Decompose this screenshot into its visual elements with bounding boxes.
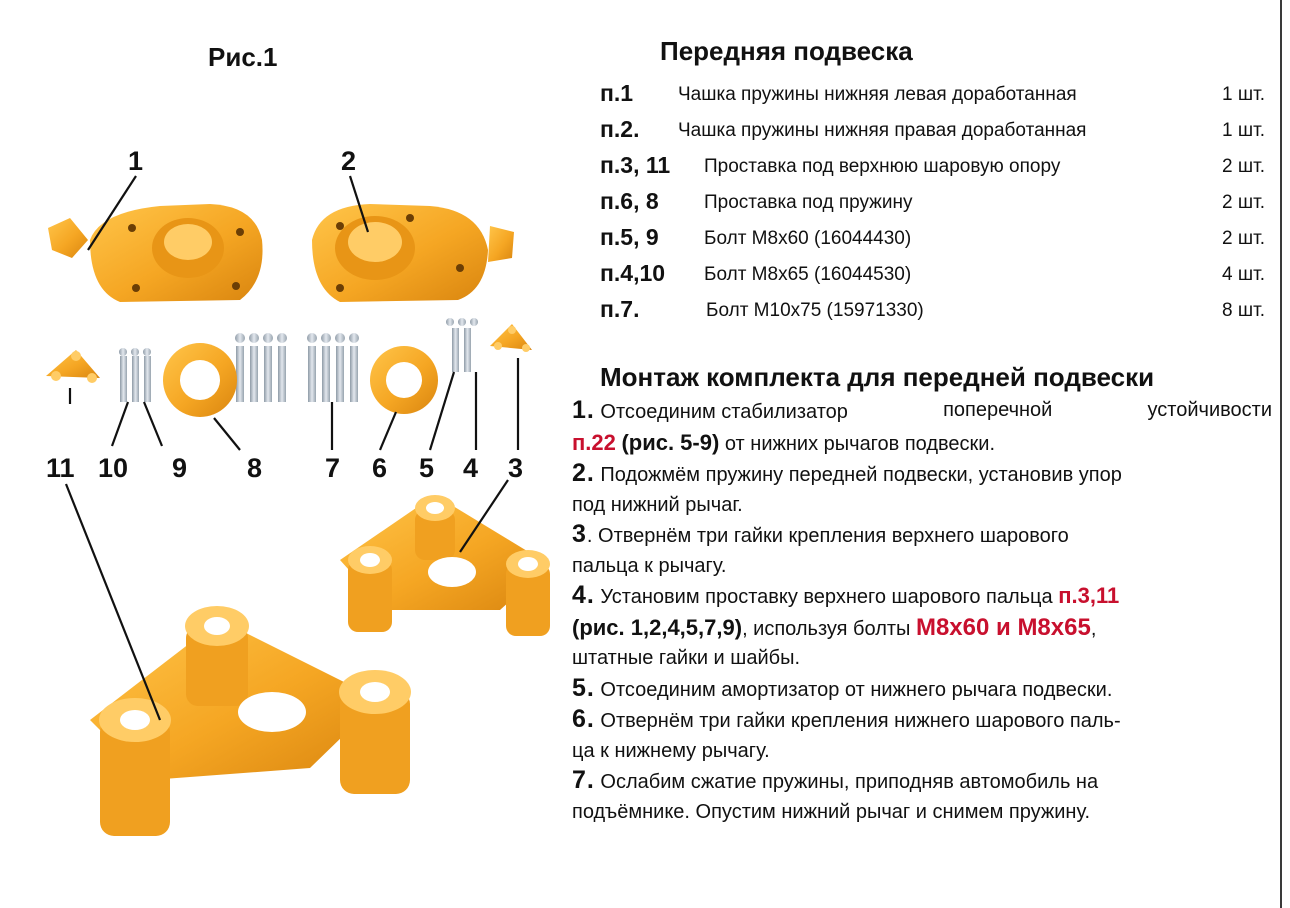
step-text: поперечной	[943, 399, 1053, 421]
assembly-title: Монтаж комплекта для передней подвески	[600, 362, 1155, 392]
bolts-5-4	[446, 318, 478, 372]
step-5: 5. Отсоединим амортизатор от нижнего рыч…	[572, 674, 1272, 706]
step-text: . Отвернём три гайки крепления верхнего …	[586, 525, 1069, 547]
step-text: , используя болты	[742, 617, 911, 640]
part-qty: 2 шт.	[1222, 192, 1265, 213]
step-text: ца к нижнему рычагу.	[572, 739, 770, 762]
step-text: от нижних рычагов подвески.	[724, 432, 996, 455]
figure-title: Рис.1	[208, 42, 278, 72]
assembly-steps: 1. Отсоединим стабилизатор поперечной ус…	[572, 396, 1272, 827]
part-qty: 1 шт.	[1222, 84, 1265, 105]
callout-3: 3	[508, 453, 524, 483]
part-reference: п.22	[572, 429, 616, 455]
step-text: Подожмём пружину передней подвески, уста…	[600, 464, 1122, 486]
parts-photo	[46, 175, 550, 836]
step-4: 4. Установим проставку верхнего шарового…	[572, 581, 1272, 674]
callout-9: 9	[172, 453, 188, 483]
callout-10: 10	[98, 453, 129, 483]
part-name: Чашка пружины нижняя правая доработанная	[678, 120, 1087, 141]
part-name: Болт М8х65 (16044530)	[704, 264, 912, 285]
step-text: под нижний рычаг.	[572, 493, 743, 516]
step-text: Отсоединим амортизатор от нижнего рычага…	[600, 678, 1113, 701]
part-ref: п.7.	[600, 296, 640, 322]
part-name: Проставка под верхнюю шаровую опору	[704, 156, 1061, 177]
bolts-7	[307, 333, 359, 402]
part-name: Болт М10х75 (15971330)	[706, 300, 924, 321]
step-text: Отсоединим стабилизатор	[600, 401, 848, 423]
ring-spacer-8	[163, 343, 237, 417]
large-spacer-3	[340, 495, 550, 636]
step-text: пальца к рычагу.	[572, 554, 727, 577]
part-qty: 1 шт.	[1222, 120, 1265, 141]
part-name: Проставка под пружину	[704, 192, 913, 213]
part-row: п.5, 9 Болт М8х60 (16044430) 2 шт.	[600, 224, 1265, 256]
leader-lines	[64, 175, 520, 721]
step-text: Установим проставку верхнего шарового па…	[600, 586, 1053, 608]
callout-11: 11	[46, 453, 75, 483]
step-text: Отвернём три гайки крепления нижнего шар…	[600, 710, 1121, 732]
part-row: п.7. Болт М10х75 (15971330) 8 шт.	[600, 296, 1265, 328]
part-name: Чашка пружины нижняя левая доработанная	[678, 84, 1077, 105]
callout-5: 5	[419, 453, 435, 483]
callout-8: 8	[247, 453, 263, 483]
step-1-line-2: п.22 (рис. 5-9) от нижних рычагов подвес…	[572, 428, 1272, 460]
step-1-line-1: 1. Отсоединим стабилизатор поперечной ус…	[572, 396, 1272, 428]
part-ref: п.3, 11	[600, 152, 671, 178]
step-number: 2.	[572, 459, 595, 487]
step-7: 7. Ослабим сжатие пружины, приподняв авт…	[572, 766, 1272, 827]
part-qty: 2 шт.	[1222, 228, 1265, 249]
large-spacer-11	[90, 606, 411, 836]
spring-cup-left	[48, 204, 263, 302]
callout-2: 2	[341, 146, 357, 176]
small-spacer-11	[46, 350, 100, 383]
callout-4: 4	[463, 453, 479, 483]
step-text: устойчивости	[1147, 399, 1272, 421]
part-ref: п.6, 8	[600, 188, 659, 214]
bolts-10-9	[119, 348, 151, 402]
part-row: п.1 Чашка пружины нижняя левая доработан…	[600, 80, 1265, 112]
step-number: 7.	[572, 766, 595, 794]
part-ref: п.1	[600, 80, 634, 106]
step-2: 2. Подожмём пружину передней подвески, у…	[572, 459, 1272, 520]
part-qty: 2 шт.	[1222, 156, 1265, 177]
step-number: 5.	[572, 673, 595, 702]
step-6: 6. Отвернём три гайки крепления нижнего …	[572, 705, 1272, 766]
bolts-group-center	[235, 333, 287, 402]
part-qty: 8 шт.	[1222, 300, 1265, 321]
part-qty: 4 шт.	[1222, 264, 1265, 285]
step-text: Ослабим сжатие пружины, приподняв автомо…	[600, 771, 1099, 793]
part-row: п.2. Чашка пружины нижняя правая доработ…	[600, 116, 1265, 148]
figure-reference: (рис. 1,2,4,5,7,9)	[572, 614, 743, 640]
right-border-line	[1280, 0, 1282, 908]
small-spacer-3	[490, 324, 532, 352]
part-ref: п.4,10	[600, 260, 666, 286]
step-text: штатные гайки и шайбы.	[572, 647, 801, 669]
part-row: п.4,10 Болт М8х65 (16044530) 4 шт.	[600, 260, 1265, 292]
spring-cup-right	[312, 204, 514, 302]
callout-1: 1	[128, 146, 144, 176]
part-name: Болт М8х60 (16044430)	[704, 228, 912, 249]
step-text: подъёмнике. Опустим нижний рычаг и сниме…	[572, 800, 1091, 823]
figure-reference: (рис. 5-9)	[621, 429, 720, 455]
parts-list-title: Передняя подвеска	[660, 36, 913, 66]
bolt-reference: М8х60 и М8х65	[915, 613, 1091, 641]
step-number: 3	[572, 520, 587, 548]
step-text: ,	[1090, 617, 1097, 640]
callout-7: 7	[325, 453, 341, 483]
step-number: 6.	[572, 705, 595, 733]
part-reference: п.3,11	[1058, 583, 1120, 608]
part-row: п.3, 11 Проставка под верхнюю шаровую оп…	[600, 152, 1265, 184]
step-3: 3. Отвернём три гайки крепления верхнего…	[572, 520, 1272, 581]
part-row: п.6, 8 Проставка под пружину 2 шт.	[600, 188, 1265, 220]
part-ref: п.2.	[600, 116, 640, 142]
step-number: 1.	[572, 396, 595, 424]
step-number: 4.	[572, 581, 595, 609]
part-ref: п.5, 9	[600, 224, 659, 250]
ring-spacer-6	[370, 346, 438, 414]
callout-6: 6	[372, 453, 388, 483]
